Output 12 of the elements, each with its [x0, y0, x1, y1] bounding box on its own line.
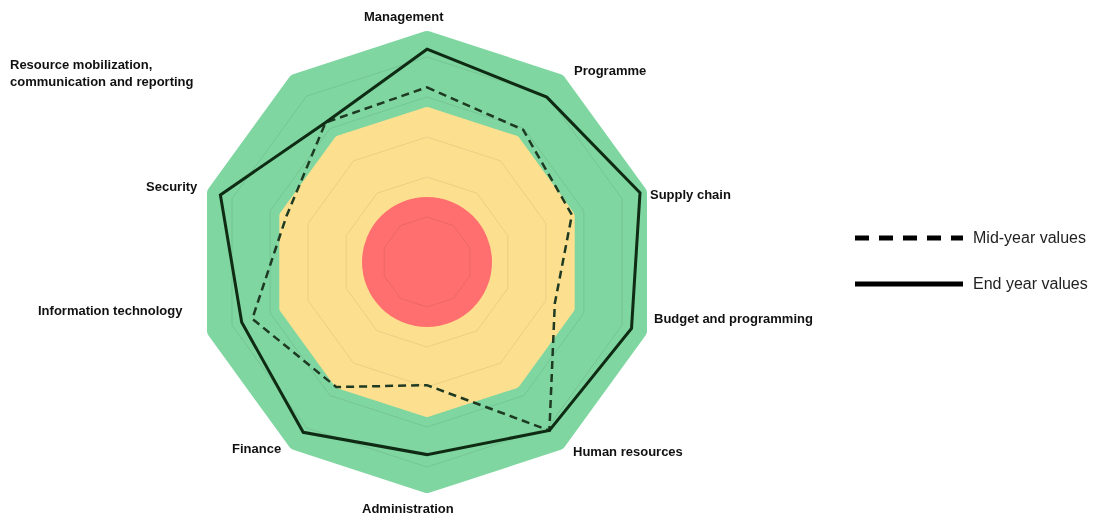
legend-label: Mid-year values — [973, 229, 1086, 247]
axis-label: Finance — [232, 440, 282, 457]
legend-label: End year values — [973, 275, 1088, 293]
axis-label: Supply chain — [650, 186, 731, 203]
axis-label: Resource mobilization, communication and reporting — [10, 56, 195, 90]
axis-label: Management — [364, 8, 444, 25]
axis-label: Human resources — [573, 443, 683, 460]
axis-label: Security — [146, 178, 198, 195]
axis-label: Budget and programming — [654, 310, 813, 327]
axis-label: Information technology — [38, 302, 183, 319]
axis-label: Programme — [574, 62, 647, 79]
axis-label: Administration — [362, 500, 454, 517]
